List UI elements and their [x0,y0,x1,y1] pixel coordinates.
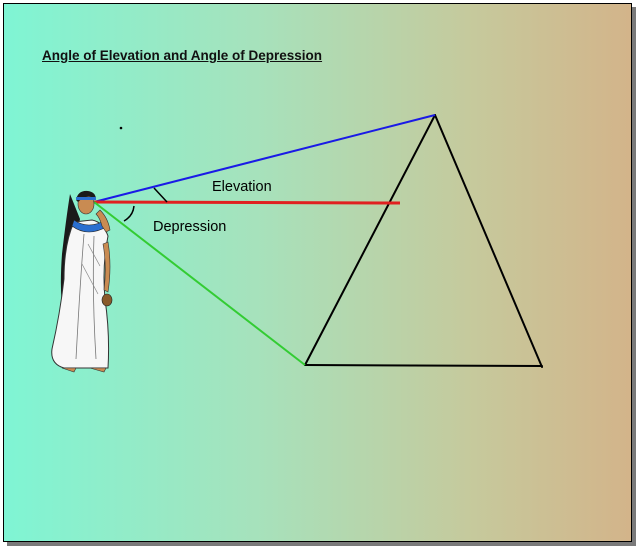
slide-canvas: Angle of Elevation and Angle of Depressi… [3,3,632,542]
pyramid-left-edge [304,114,436,366]
pyramid-right-edge [434,114,543,368]
pyramid [304,114,543,368]
depression-line [93,201,306,366]
elevation-label: Elevation [212,179,272,195]
horizontal-line [93,200,401,205]
stray-dot [119,126,123,130]
depression-label: Depression [153,219,227,235]
elevation-line [93,114,436,203]
angle-diagram [51,114,543,373]
diagram-title: Angle of Elevation and Angle of Depressi… [42,48,323,63]
depression-angle-arc [123,205,135,222]
elevation-angle-mark [153,187,168,203]
observer-figure-icon [51,190,113,373]
pyramid-base [304,364,543,367]
